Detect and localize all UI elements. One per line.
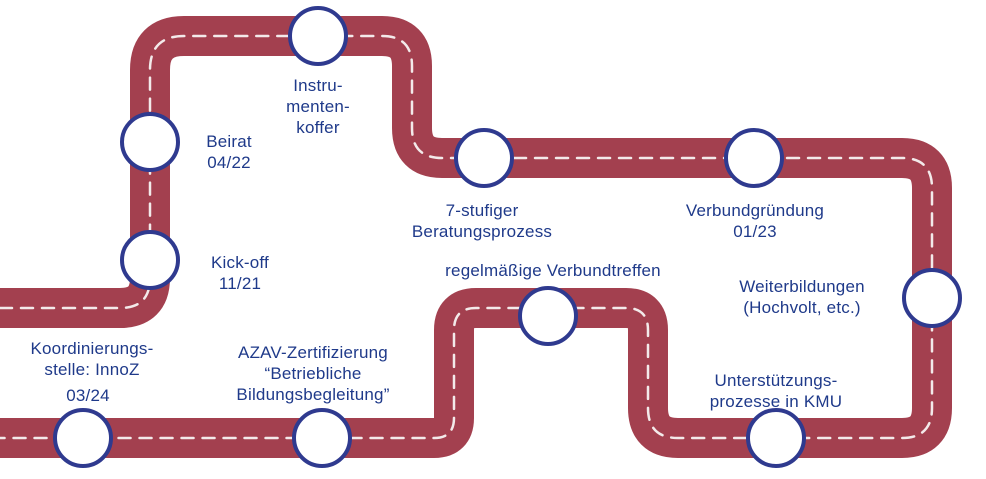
milestone-beratungsprozess — [454, 128, 514, 188]
label-weiterbildungen: Weiterbildungen (Hochvolt, etc.) — [739, 277, 865, 317]
label-kick-off: Kick-off 11/21 — [211, 253, 269, 293]
label-instrumentenkoffer: Instru- menten- koffer — [286, 76, 350, 137]
milestone-verbundtreffen — [518, 286, 578, 346]
label-verbundtreffen: regelmäßige Verbundtreffen — [445, 261, 661, 280]
milestone-weiterbildungen — [902, 268, 962, 328]
milestone-unterstuetzungsprozesse — [746, 408, 806, 468]
label-verbundgruendung: Verbundgründung 01/23 — [685, 201, 825, 241]
milestone-beirat — [120, 112, 180, 172]
label-unterstuetzungsprozesse: Unterstützungs- prozesse in KMU — [709, 371, 843, 411]
milestone-verbundgruendung — [724, 128, 784, 188]
label-koordinierungsstelle: Koordinierungs- stelle: InnoZ — [30, 339, 154, 379]
milestone-koordinierungsstelle — [53, 408, 113, 468]
label-azav: AZAV-Zertifizierung “Betriebliche Bildun… — [236, 343, 390, 404]
label-beirat: Beirat 04/22 — [206, 132, 252, 172]
label-koordinierungsstelle-date: 03/24 — [66, 386, 110, 405]
milestone-azav — [292, 408, 352, 468]
milestone-kick-off — [120, 230, 180, 290]
label-beratungsprozess: 7-stufiger Beratungsprozess — [411, 201, 553, 241]
milestone-instrumentenkoffer — [288, 6, 348, 66]
